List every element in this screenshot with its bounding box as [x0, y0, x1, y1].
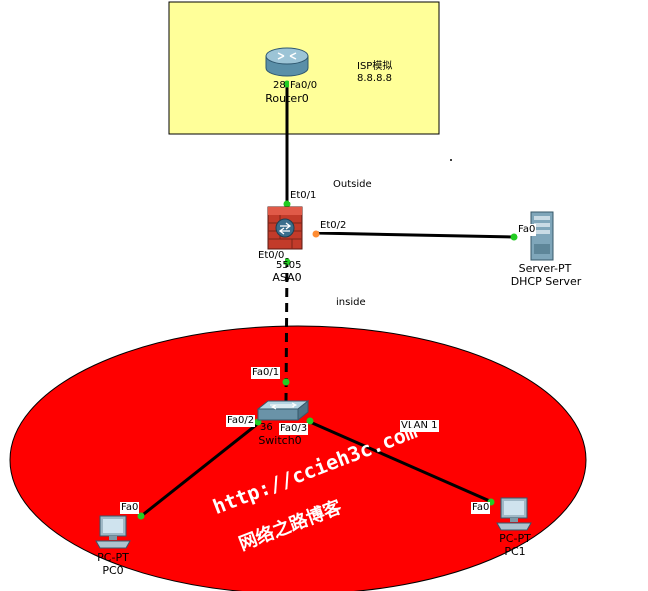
pc1-port-label: Fa0: [471, 502, 491, 514]
port-dot-server-fa0: [510, 233, 518, 241]
isp-note-line2: 8.8.8.8: [357, 73, 392, 84]
server-icon[interactable]: [530, 211, 554, 261]
pc1-name-label: PC1: [504, 545, 526, 558]
server-model-label: Server-PT: [518, 262, 572, 275]
pc1-model-label: PC-PT: [499, 532, 531, 545]
pc1-icon[interactable]: [496, 497, 532, 531]
server-port-label: Fa0: [517, 224, 537, 236]
switch-model-label: 36: [260, 422, 273, 433]
link-switch-pc1[interactable]: [309, 420, 493, 504]
asa-port-inside-label: Et0/0: [257, 250, 286, 262]
switch-name-label: Switch0: [258, 434, 302, 447]
port-dot-pc0-fa0: [137, 512, 145, 520]
switch-icon[interactable]: [256, 399, 310, 422]
outside-label: Outside: [333, 179, 372, 190]
switch-port-pc0-label: Fa0/2: [226, 415, 256, 427]
pc0-name-label: PC0: [102, 564, 124, 577]
asa-name-label: ASA0: [272, 271, 302, 284]
port-dot-asa-et01: [283, 200, 291, 208]
port-dot-switch-fa01: [282, 378, 290, 386]
asa-firewall-icon[interactable]: [267, 206, 303, 250]
link-switch-pc0[interactable]: [139, 420, 261, 519]
inside-area: [9, 325, 587, 591]
pc0-port-label: Fa0: [120, 502, 140, 514]
isp-note-line1: ISP模拟: [357, 61, 393, 72]
isp-note: ISP模拟 8.8.8.8: [355, 60, 395, 86]
inside-label: inside: [336, 297, 366, 308]
port-dot-asa-et02: [312, 230, 320, 238]
pc0-model-label: PC-PT: [97, 551, 129, 564]
server-name-label: DHCP Server: [510, 275, 582, 288]
router-name-label: Router0: [265, 92, 309, 105]
asa-model-label: 5505: [276, 260, 302, 271]
switch-port-uplink-label: Fa0/1: [251, 367, 281, 379]
link-asa-server[interactable]: [315, 231, 515, 239]
asa-port-dmz-label: Et0/2: [319, 220, 348, 232]
pc0-icon[interactable]: [95, 515, 131, 549]
asa-port-outside-label: Et0/1: [289, 190, 318, 202]
router-port-label: Fa0/0: [289, 80, 319, 92]
vlan-label: VLAN 1: [400, 420, 439, 432]
stray-dot: [450, 159, 452, 161]
port-dot-router-fa00: [283, 80, 291, 88]
port-dot-switch-fa03: [306, 417, 314, 425]
link-asa-switch[interactable]: [284, 257, 289, 403]
router-model-label: 28: [273, 80, 286, 91]
router-icon[interactable]: [265, 47, 309, 77]
switch-port-pc1-label: Fa0/3: [279, 423, 309, 435]
